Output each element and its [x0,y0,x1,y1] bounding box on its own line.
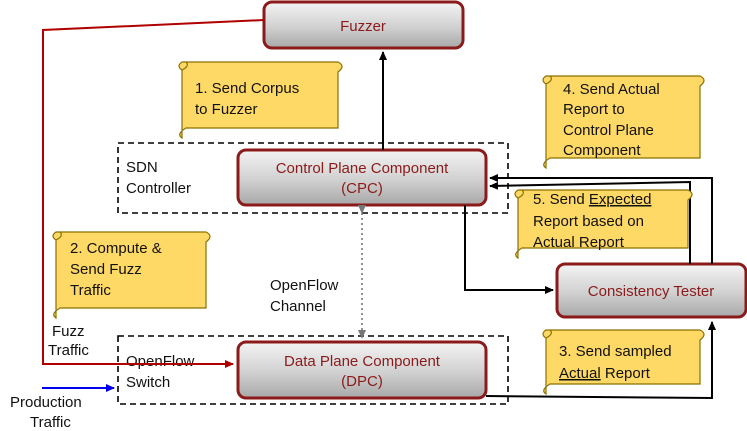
note-1-send-corpus: 1. Send Corpus to Fuzzer [178,61,343,140]
note-4-line-2: Report to [563,101,625,118]
note-3-report-word: Report [601,365,651,382]
note-4-line-1: 4. Send Actual [563,81,660,98]
arrow-expected-report [489,180,691,264]
openflow-switch-label: OpenFlow [126,353,195,370]
cpc-abbrev: (CPC) [341,180,383,197]
production-traffic-label-2: Traffic [30,414,71,431]
consistency-tester-label: Consistency Tester [588,283,714,300]
arrow-cpc-to-consistency [464,205,554,294]
openflow-channel-label-2: Channel [270,298,326,315]
fuzzer-box: Fuzzer [262,0,465,50]
consistency-tester-box: Consistency Tester [555,262,747,319]
note-5-line-3: Actual Report [533,234,625,251]
cpc-label: Control Plane Component [276,160,449,177]
note-5-send-word: 5. Send [533,191,589,208]
note-5-expected-word: Expected [589,191,652,208]
note-5-line-2: Report based on [533,213,644,230]
sdn-controller-label-2: Controller [126,180,191,197]
fuzzer-label: Fuzzer [340,18,386,35]
note-2-compute-fuzz: 2. Compute & Send Fuzz Traffic [52,231,211,320]
openflow-switch-region [117,335,509,405]
production-traffic-label: Production [10,394,82,411]
note-2-line-3: Traffic [70,282,111,299]
fuzz-traffic-label-2: Traffic [48,342,89,359]
openflow-switch-label-2: Switch [126,374,170,391]
note-1-line-2: to Fuzzer [195,101,258,118]
note-5-send-expected: 5. Send Expected Report based on Actual … [514,189,693,260]
dpc-label: Data Plane Component [284,353,441,370]
note-4-send-actual: 4. Send Actual Report to Control Plane C… [542,75,705,170]
fuzz-traffic-label: Fuzz [52,323,85,340]
data-plane-component-box: Data Plane Component (DPC) [236,340,488,400]
control-plane-component-box: Control Plane Component (CPC) [236,148,488,207]
note-3-send-sampled: 3. Send sampled Actual Report [542,329,705,396]
sdn-controller-label: SDN [126,159,158,176]
note-2-line-1: 2. Compute & [70,240,162,257]
arrow-fuzz-traffic [42,19,265,368]
note-4-line-3: Control Plane [563,122,654,139]
dpc-abbrev: (DPC) [341,373,383,390]
note-2-line-2: Send Fuzz [70,261,142,278]
note-3-actual-word: Actual [559,365,601,382]
note-4-line-4: Component [563,142,641,159]
arrow-consistency-to-cpc [489,174,713,264]
note-5-line-1: 5. Send Expected [533,191,651,208]
openflow-channel-label: OpenFlow [270,277,339,294]
note-3-line-1: 3. Send sampled [559,343,672,360]
arrow-dpc-to-consistency [485,321,716,400]
note-1-line-1: 1. Send Corpus [195,80,299,97]
note-3-line-2: Actual Report [559,365,651,382]
